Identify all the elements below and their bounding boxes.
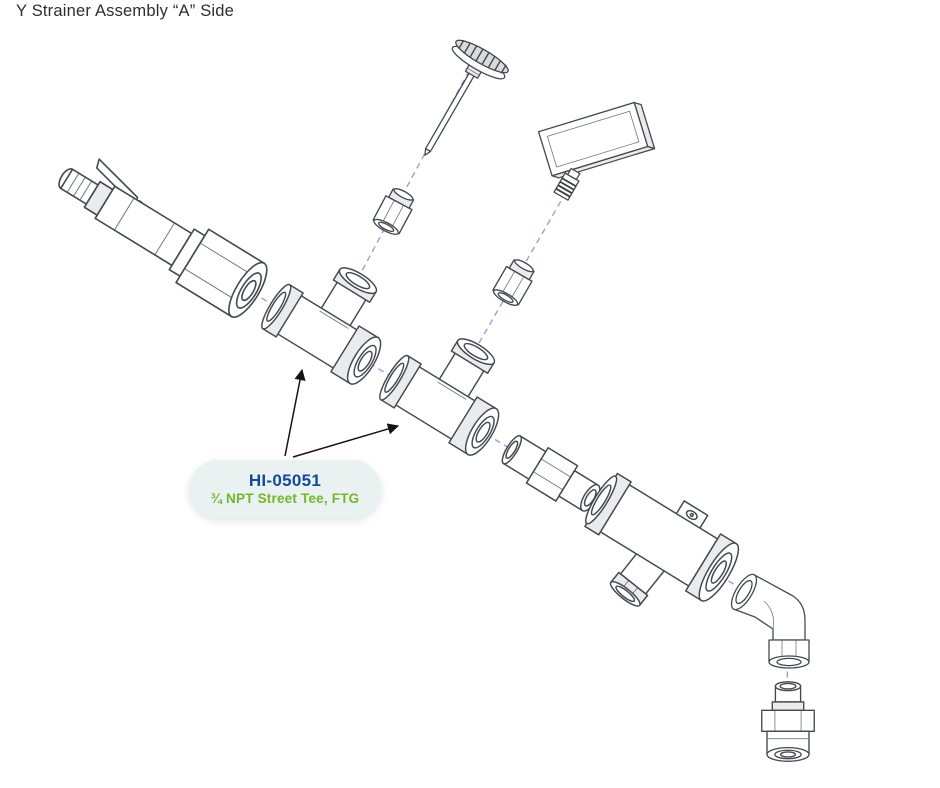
pipe-coupling-part	[501, 435, 601, 512]
page-title: Y Strainer Assembly “A” Side	[16, 2, 235, 20]
part-description: ¾ NPT Street Tee, FTG	[210, 490, 360, 506]
probe-thermometer-part	[424, 39, 509, 156]
part-number: HI-05051	[248, 471, 322, 491]
hose-coupler-part	[58, 158, 268, 318]
thermometer-fitting-part	[553, 167, 581, 201]
hose-barb-part	[761, 681, 815, 762]
street-elbow-part	[730, 573, 810, 669]
hex-bushing-2-part	[492, 259, 535, 306]
street-tee-1-part	[256, 241, 412, 390]
y-strainer-part	[584, 472, 740, 607]
callout-arrow-2	[292, 423, 400, 458]
callout-arrow-1	[284, 368, 306, 457]
dial-thermometer-part	[537, 101, 656, 179]
street-tee-2-part	[374, 312, 530, 461]
hex-bushing-1-part	[372, 188, 415, 235]
part-callout: HI-05051 ¾ NPT Street Tee, FTG	[189, 460, 381, 518]
